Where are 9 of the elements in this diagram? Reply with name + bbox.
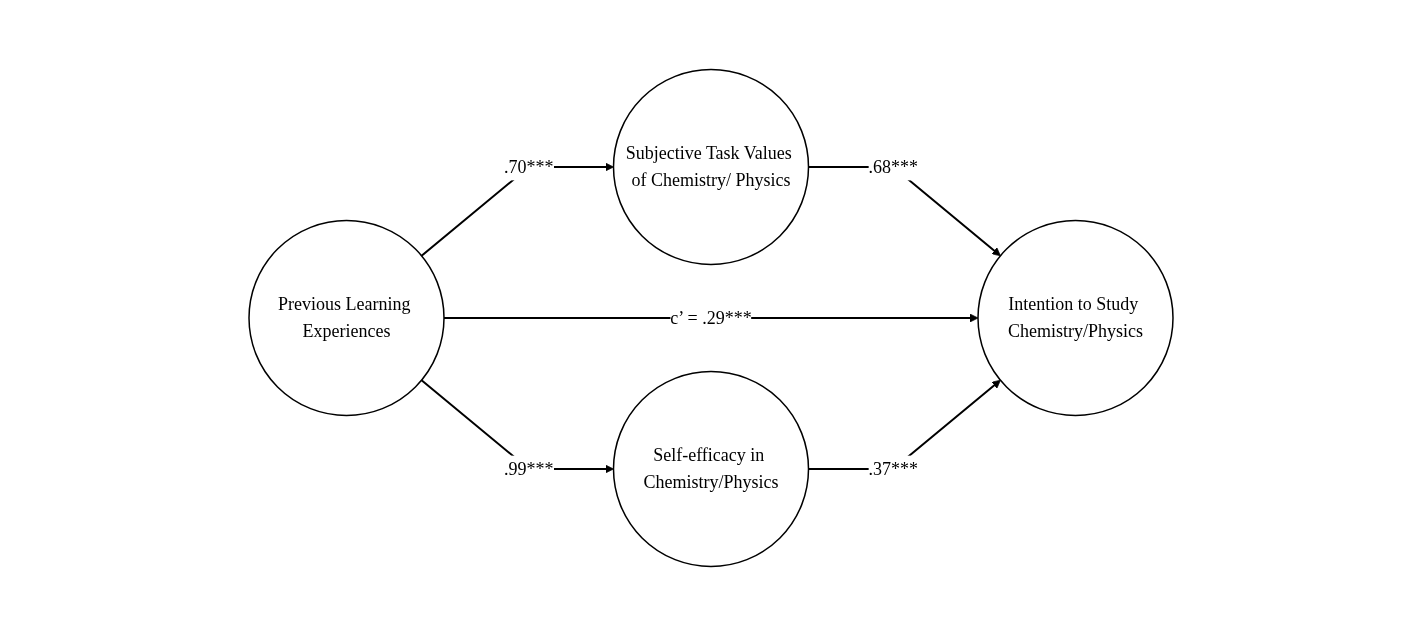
edge-label: .68*** [868,156,918,177]
node-circle: Subjective Task Values of Chemistry/ Physics [612,68,809,266]
node-circle: Self-efficacy in Chemistry/Physics [612,370,809,568]
edge-label: .70*** [503,156,553,177]
node-circle: Previous Learning Experiences [247,219,445,417]
edge-label: c’ = .29*** [669,307,752,328]
node-circle: Intention to Study Chemistry/Physics [976,219,1174,417]
edge-label: .99*** [503,458,553,479]
edge-label: .37*** [868,458,918,479]
